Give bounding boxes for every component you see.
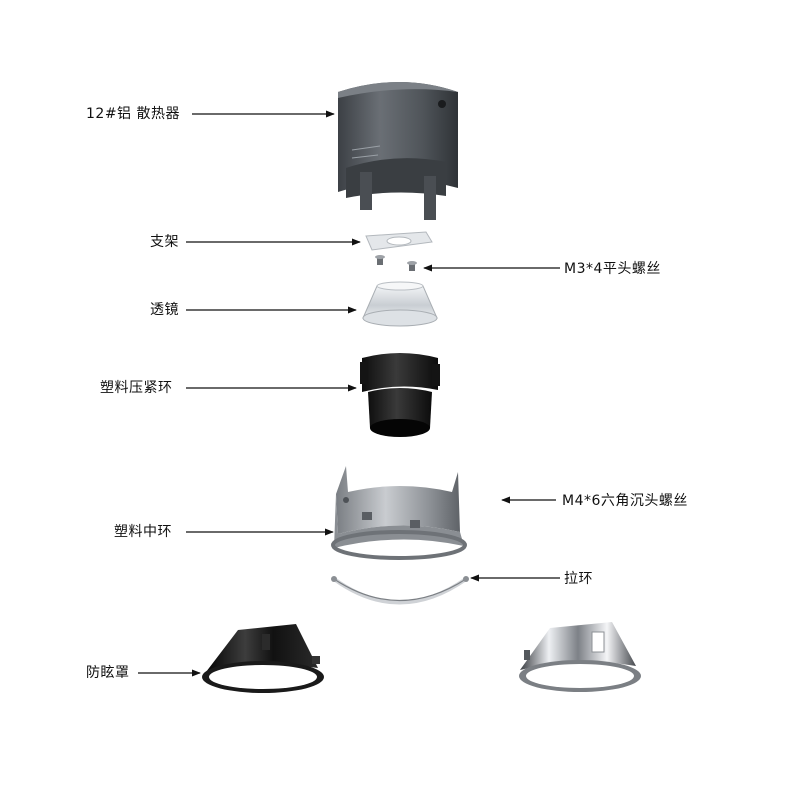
label-antiglare-cover: 防眩罩	[86, 665, 130, 681]
callout-arrows	[138, 110, 560, 677]
middle-ring-part	[331, 466, 467, 560]
pull-ring-part	[331, 576, 469, 605]
flat-screws-part	[375, 255, 417, 271]
heatsink-part	[338, 82, 458, 220]
label-middle-ring: 塑料中环	[114, 524, 172, 540]
label-pull-ring: 拉环	[564, 571, 593, 587]
label-flat-screw: M3*4平头螺丝	[564, 261, 661, 277]
pressure-ring-part	[360, 353, 440, 437]
label-lens: 透镜	[150, 302, 179, 318]
label-bracket: 支架	[150, 234, 179, 250]
antiglare-cover-black	[202, 624, 324, 693]
lens-part	[362, 281, 438, 327]
label-heatsink: 12#铝 散热器	[86, 106, 180, 122]
bracket-part	[365, 231, 433, 251]
label-hex-screw: M4*6六角沉头螺丝	[562, 493, 688, 509]
label-pressure-ring: 塑料压紧环	[100, 380, 173, 396]
antiglare-cover-chrome	[519, 622, 641, 692]
